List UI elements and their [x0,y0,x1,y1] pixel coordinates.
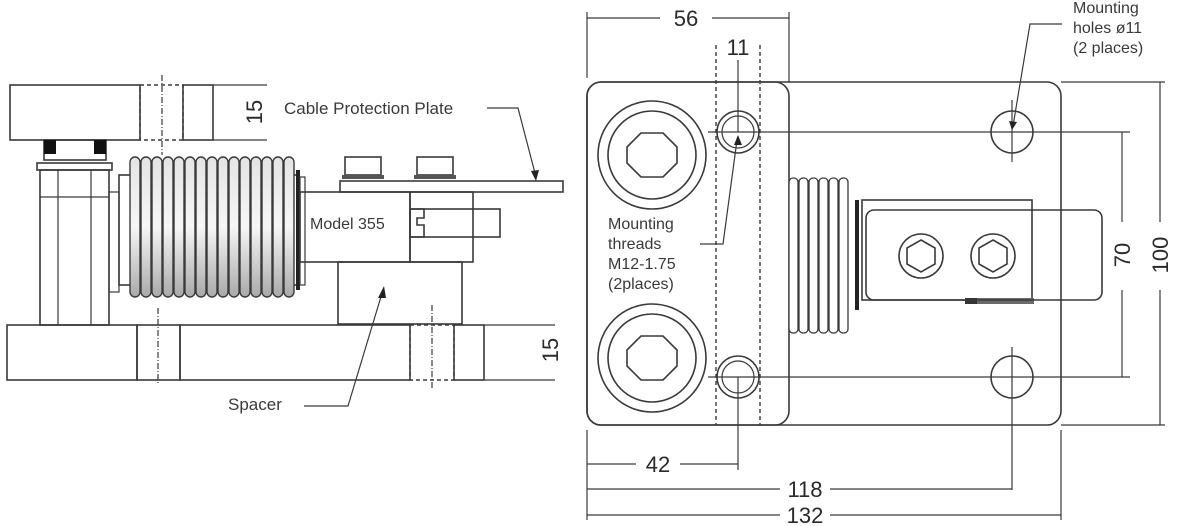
bellows-top-view [788,177,849,334]
svg-text:threads: threads [608,236,661,253]
bottom-plate [6,305,555,390]
dim-70: 70 [1110,243,1135,267]
dim-bottom-plate-15: 15 [538,338,563,362]
side-view: 15 [6,75,564,414]
seal-left [44,140,56,154]
cable-protection-plate-label: Cable Protection Plate [284,99,453,118]
cable-plate-top-view [865,209,1103,301]
cap-screw-2 [970,233,1016,279]
bellows [129,156,295,298]
svg-text:Mounting: Mounting [608,216,674,233]
seal-right [94,140,106,154]
svg-text:holes ø11: holes ø11 [1073,20,1142,37]
dim-11: 11 [727,35,750,60]
dim-100: 100 [1148,237,1173,274]
dim-42: 42 [646,452,670,477]
svg-text:Mounting: Mounting [1073,0,1139,17]
mounting-threads-callout: Mounting threads M12-1.75 (2places) [608,135,742,293]
flange [296,170,300,290]
mounting-thread-bottom [597,303,707,413]
svg-text:M12-1.75: M12-1.75 [608,256,676,273]
model-label: Model 355 [310,216,385,233]
mounting-holes-callout: Mounting holes ø11 (2 places) [1009,0,1143,130]
support-post [36,162,113,326]
dim-132: 132 [787,503,824,526]
cap-screw-1 [898,233,944,279]
top-view: 56 11 70 100 42 118 132 Mounting holes ø… [586,0,1173,526]
leader-spacer [304,289,384,407]
spacer-label: Spacer [228,395,282,414]
dim-top-plate-15: 15 [242,100,267,124]
cable-protection-plate [339,156,564,193]
spacer [337,261,463,325]
svg-text:(2 places): (2 places) [1073,40,1143,57]
dim-56: 56 [674,6,698,31]
leader-cable-plate [487,107,537,178]
dim-118: 118 [787,477,822,502]
mounting-thread-top [597,100,707,210]
svg-text:(2places): (2places) [608,276,674,293]
